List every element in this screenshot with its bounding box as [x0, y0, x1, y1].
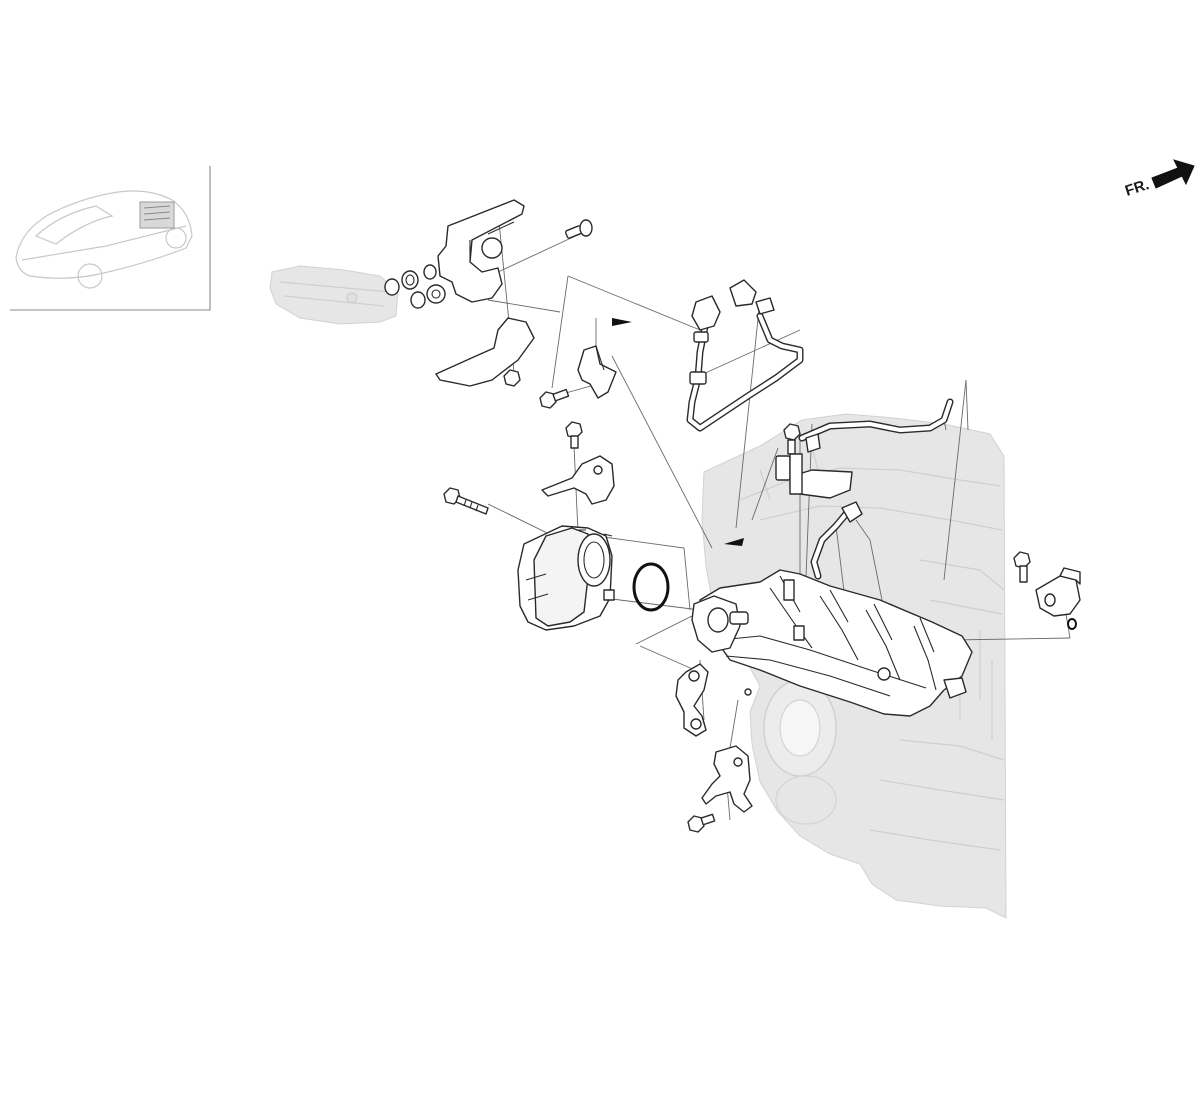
- arrow-right-up-icon: [1151, 159, 1195, 189]
- direction-label: FR.: [1123, 176, 1151, 200]
- o-ring-icon: [632, 562, 1077, 630]
- throttle-body-icon: [517, 525, 615, 631]
- throttle-bracket-icon: [541, 455, 615, 505]
- lower-bracket-icon: [675, 663, 709, 737]
- bolt-throttle-upper: [565, 421, 583, 449]
- bolt-long: [443, 487, 489, 515]
- breather-bracket-icon: [577, 345, 617, 399]
- bolt-bracket-left: [539, 388, 570, 409]
- indicator-marker-icon: [612, 318, 744, 546]
- intake-manifold-icon: [691, 569, 973, 717]
- grommet-icon: [384, 264, 446, 309]
- vehicle-locator-inset: [10, 166, 211, 311]
- nut-bracket: [503, 369, 521, 387]
- bracket-icon: [435, 199, 535, 387]
- vacuum-hose-icon: [810, 501, 863, 580]
- bolt-icon: [443, 219, 1031, 833]
- bolt-bracket-mid: [783, 423, 801, 455]
- map-sensor-icon: [1035, 567, 1081, 617]
- support-bracket-icon: [701, 688, 753, 813]
- pcv-hose-icon: [775, 398, 954, 499]
- vehicle-engine-location-icon: [15, 190, 193, 289]
- heat-shield-ghost: [269, 265, 399, 325]
- bolt-map-sensor: [1013, 551, 1031, 583]
- bolt-top: [564, 219, 593, 239]
- front-direction-indicator: FR.: [1123, 159, 1195, 200]
- bolt-lower: [687, 813, 716, 833]
- breather-hose-icon: [686, 279, 804, 432]
